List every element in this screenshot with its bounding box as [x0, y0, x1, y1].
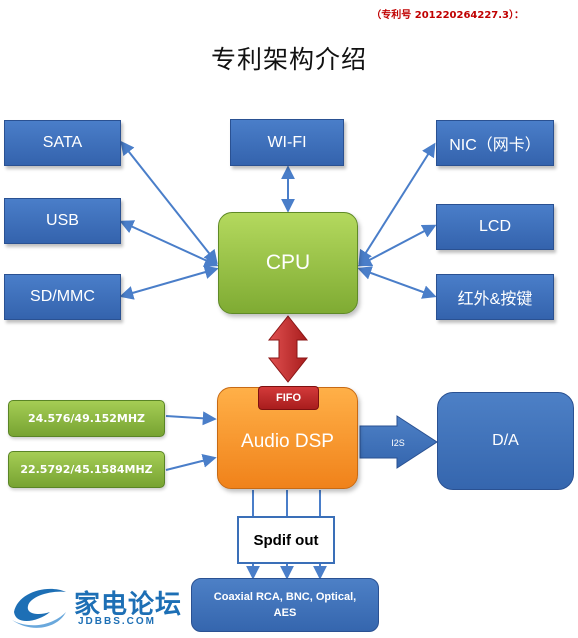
logo-swirl-icon [12, 588, 66, 628]
node-ir-keys: 红外&按键 [436, 274, 554, 320]
audio-dsp-label: Audio DSP [241, 431, 334, 452]
site-logo: 家电论坛 JDBBS.COM [8, 582, 188, 632]
node-sdmmc: SD/MMC [4, 274, 121, 320]
node-outputs: Coaxial RCA, BNC, Optical, AES [191, 578, 379, 632]
sdmmc-cpu-connector [119, 265, 219, 300]
dsp-da-arrow [359, 415, 438, 469]
node-spdif-out: Spdif out [237, 516, 335, 564]
cpu-dsp-bus-arrow [267, 315, 309, 383]
node-cpu: CPU [218, 212, 358, 314]
node-usb: USB [4, 198, 121, 244]
node-oscillator-1: 24.576/49.152MHZ [8, 400, 165, 437]
logo-domain: JDBBS.COM [78, 616, 157, 627]
irkeys-cpu-connector [357, 266, 437, 299]
lcd-cpu-connector [357, 224, 437, 267]
outputs-label: Coaxial RCA, BNC, Optical, AES [213, 591, 357, 619]
node-oscillator-2: 22.5792/45.1584MHZ [8, 451, 165, 488]
usb-cpu-connector [119, 220, 219, 267]
page-title: 专利架构介绍 [210, 45, 367, 74]
node-fifo: FIFO [258, 386, 319, 410]
node-wifi: WI-FI [230, 119, 344, 166]
patent-number: （专利号 201220264227.3）： [371, 10, 524, 21]
osc1-dsp-connector [165, 411, 217, 426]
node-sata: SATA [4, 120, 121, 166]
node-da: D/A [437, 392, 574, 490]
node-lcd: LCD [436, 204, 554, 250]
osc2-dsp-connector [165, 453, 217, 471]
logo-name: 家电论坛 [74, 590, 183, 620]
dsp-da-arrow-label: I2S [391, 438, 405, 448]
node-nic: NIC（网卡） [436, 120, 554, 166]
